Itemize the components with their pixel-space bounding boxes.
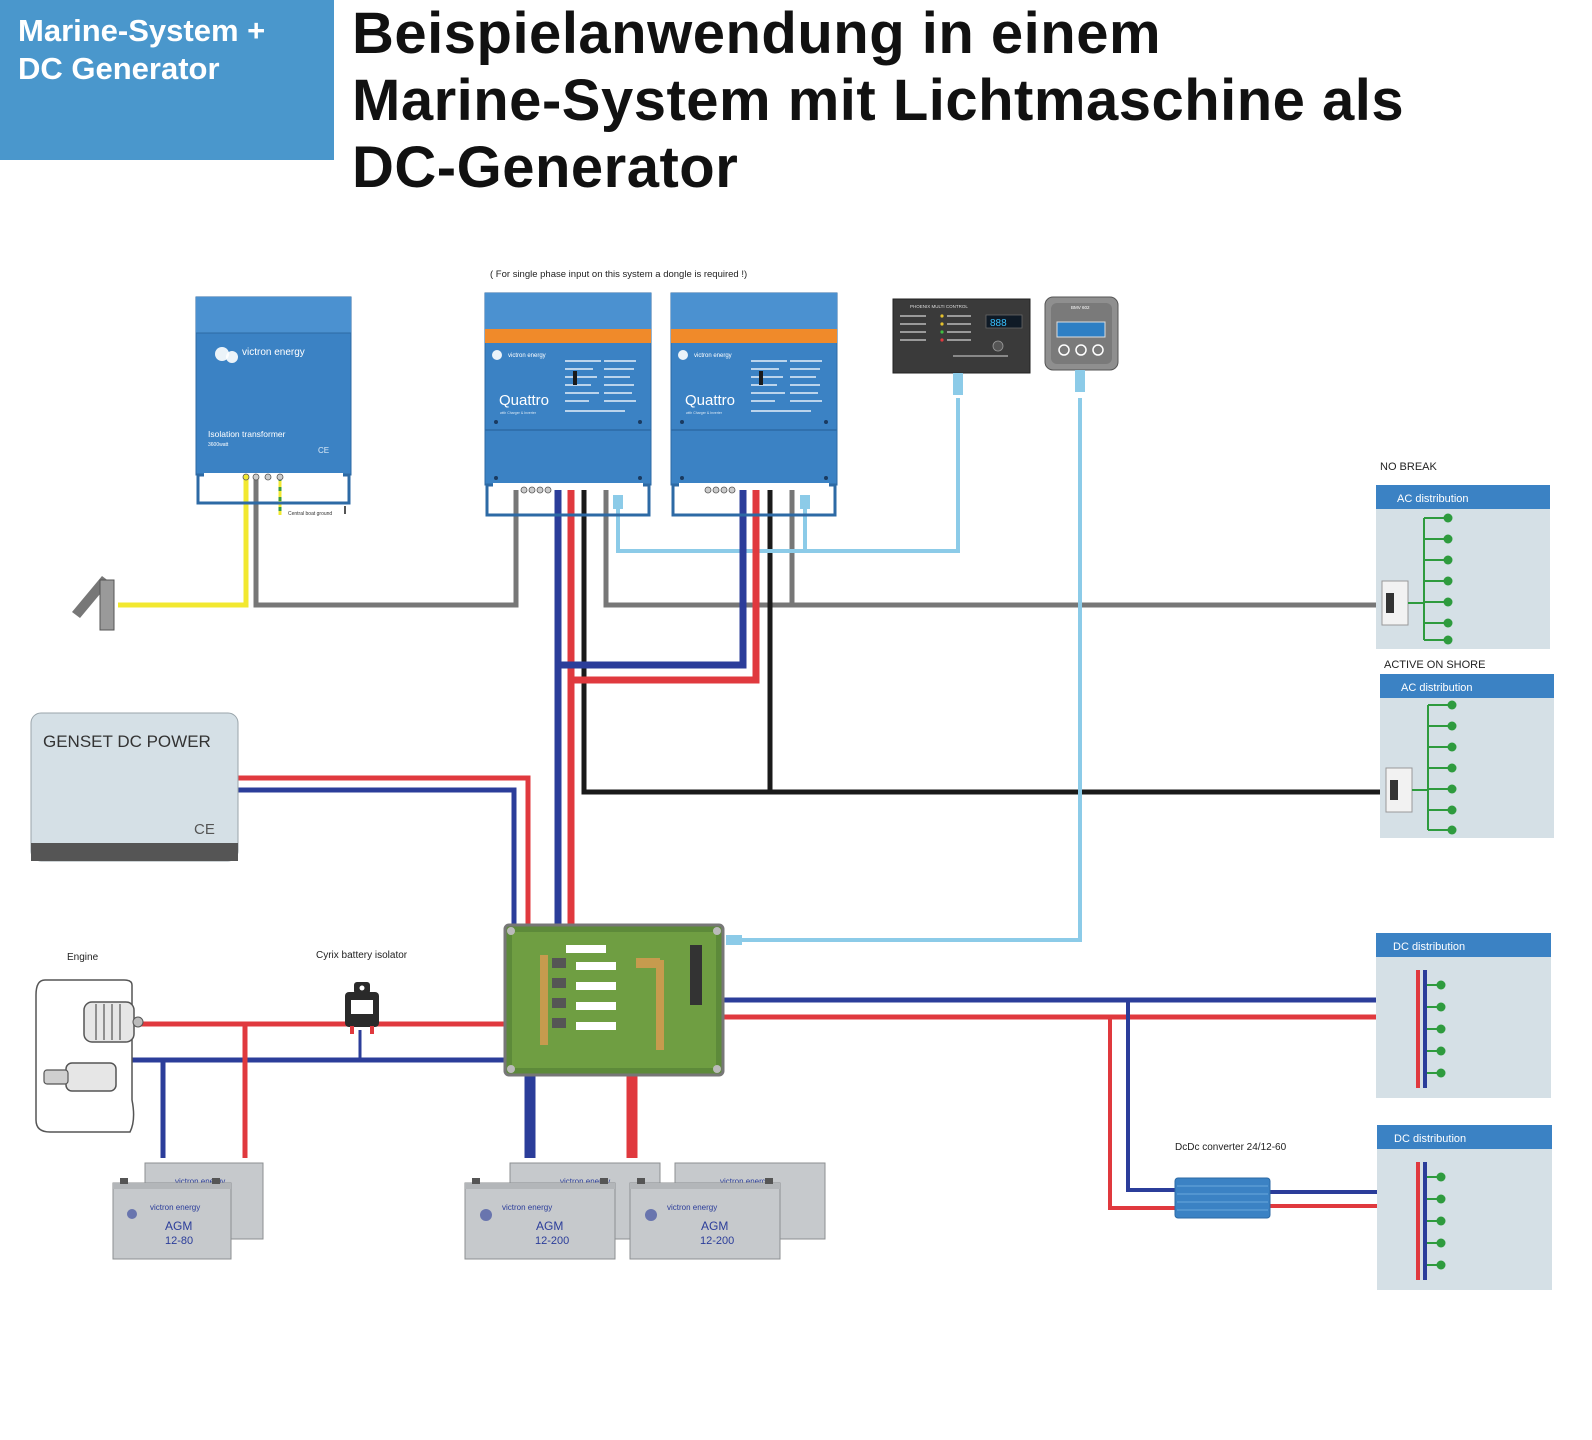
genset-blue-wire — [238, 787, 517, 925]
alternator-icon — [83, 1001, 144, 1043]
battery3-back-text: victron energy — [720, 1177, 770, 1186]
battery3-brand: victron energy — [667, 1203, 717, 1212]
dc-distribution-label-2: DC distribution — [1394, 1133, 1466, 1145]
ground-note: Central boat ground — [288, 511, 332, 517]
quattro1-sub: with Charger & Inverter — [500, 411, 537, 415]
gray-ac-out-wire — [603, 490, 1380, 608]
transformer-sub: 3600watt — [208, 442, 229, 448]
ground-rod-icon — [72, 576, 115, 631]
yellow-ground-wire — [118, 476, 249, 608]
gray-transformer-wire — [253, 476, 519, 608]
wires — [110, 398, 1415, 1210]
victron-logo-icon — [215, 347, 238, 363]
section-tag: Marine-System + DC Generator — [0, 0, 334, 160]
engine: Engine — [35, 952, 144, 1133]
dcdc-label: DcDc converter 24/12-60 — [1175, 1142, 1287, 1153]
dcdc-blue-in-wire — [1126, 1000, 1175, 1192]
phoenix-control-label: PHOENIX MULTI CONTROL — [910, 304, 968, 309]
isolation-transformer: victron energy Isolation transformer 360… — [195, 296, 352, 517]
dc-distribution-2: DC distribution — [1377, 1125, 1552, 1290]
no-break-label: NO BREAK — [1380, 461, 1438, 473]
battery1-back-text: victron energy — [175, 1177, 225, 1186]
phoenix-display: 888 — [990, 318, 1007, 329]
battery2-model: 12-200 — [535, 1235, 569, 1247]
quattro-inverter-1: victron energy Quattro with Charger & In… — [484, 292, 652, 517]
dcdc-converter: DcDc converter 24/12-60 — [1174, 1142, 1287, 1219]
section-tag-label: Marine-System + DC Generator — [18, 13, 266, 86]
phoenix-multi-control-panel: PHOENIX MULTI CONTROL 888 — [892, 298, 1031, 395]
bmv-label: BMV 602 — [1071, 305, 1090, 310]
battery1-model: 12-80 — [165, 1235, 193, 1247]
dc-distribution-label-1: DC distribution — [1393, 941, 1465, 953]
transformer-label: Isolation transformer — [208, 429, 286, 439]
transformer-brand: victron energy — [242, 347, 305, 358]
battery2-brand: victron energy — [502, 1203, 552, 1212]
battery3-model: 12-200 — [700, 1235, 734, 1247]
dc-red-quattro2 — [571, 490, 760, 684]
comm-wire-quattros — [616, 398, 960, 553]
bmv-battery-monitor: BMV 602 — [1044, 296, 1119, 392]
black-ac-wire — [581, 490, 1380, 795]
transformer-ce: CE — [318, 446, 329, 455]
ac-distribution-active-on-shore: ACTIVE ON SHORE AC distribution — [1380, 659, 1554, 838]
genset-dc-power: GENSET DC POWER CE — [30, 712, 239, 862]
quattro2-brand: victron energy — [694, 353, 732, 359]
battery1-brand: victron energy — [150, 1203, 200, 1212]
active-on-shore-label: ACTIVE ON SHORE — [1384, 659, 1485, 671]
dcdc-red-in-wire — [1108, 1017, 1175, 1210]
battery-bank-3: victron energy victron energy AGM 12-200 — [629, 1162, 826, 1260]
quattro1-name: Quattro — [499, 392, 549, 409]
dc-distribution-1: DC distribution — [1376, 933, 1551, 1098]
quattro2-name: Quattro — [685, 392, 735, 409]
engine-label: Engine — [67, 952, 99, 963]
quattro-inverter-2: victron energy Quattro with Charger & In… — [670, 292, 838, 517]
battery3-type: AGM — [701, 1219, 728, 1233]
battery-bank-1: victron energy victron energy AGM 12-80 — [112, 1162, 264, 1260]
ac-distribution-label-2: AC distribution — [1401, 682, 1473, 694]
quattro2-sub: with Charger & Inverter — [686, 411, 723, 415]
ac-distribution-label-1: AC distribution — [1397, 493, 1469, 505]
quattro1-brand: victron energy — [508, 353, 546, 359]
dongle-note: ( For single phase input on this system … — [490, 269, 747, 280]
genset-ce: CE — [194, 821, 215, 838]
ac-distribution-no-break: NO BREAK AC distribution — [1376, 461, 1550, 649]
genset-label: GENSET DC POWER — [43, 732, 211, 751]
page-title: Beispielanwendung in einem Marine-System… — [352, 1, 1405, 200]
genset-red-wire — [238, 775, 531, 925]
comm-wire-bmv — [740, 398, 1082, 942]
battery1-type: AGM — [165, 1219, 192, 1233]
dc-blue-quattro2 — [558, 490, 747, 669]
lynx-dc-distributor — [503, 923, 742, 1077]
battery2-back-text: victron energy — [560, 1177, 610, 1186]
starter-motor-icon — [43, 1062, 117, 1092]
battery2-type: AGM — [536, 1219, 563, 1233]
cyrix-label: Cyrix battery isolator — [316, 950, 408, 961]
cyrix-battery-isolator: Cyrix battery isolator — [316, 950, 408, 1034]
